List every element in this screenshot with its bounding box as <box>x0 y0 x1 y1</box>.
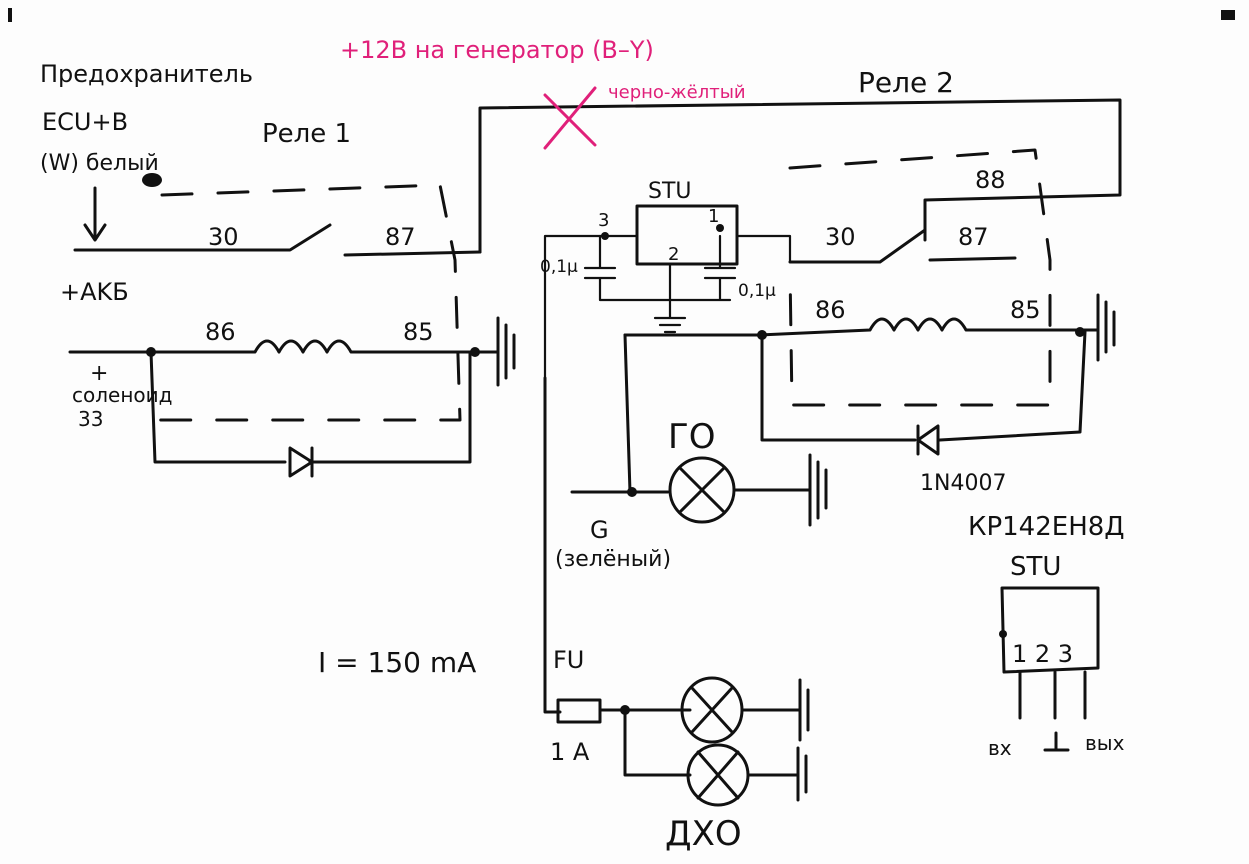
label-solenoid: соленоид <box>72 383 172 407</box>
lamp-icon <box>668 456 736 524</box>
label-chip: КР142ЕН8Д <box>968 512 1125 542</box>
label-stu-bottom: STU <box>1010 552 1061 582</box>
arrow-down-icon <box>83 186 107 242</box>
label-diode: 1N4007 <box>920 471 1006 496</box>
label-relay-2: Реле 2 <box>858 66 954 99</box>
stu-ground-icon <box>653 262 687 334</box>
dho-wires <box>598 708 692 777</box>
fu-feed-wire <box>543 376 562 714</box>
node-g <box>627 487 637 497</box>
label-g-green: (зелёный) <box>555 547 671 572</box>
label-white-w: (W) белый <box>40 151 159 176</box>
ink-blot <box>142 173 162 187</box>
lamp-icon <box>686 743 750 807</box>
ground-icon <box>746 746 808 802</box>
label-pin-2: 2 <box>668 244 679 265</box>
cut-mark-icon <box>543 86 597 150</box>
corner-mark-right <box>1221 10 1235 20</box>
stu-capacitors <box>583 234 737 302</box>
relay-1-housing <box>158 183 462 422</box>
stu-regulator <box>543 204 792 380</box>
label-pin-1: 1 <box>708 206 719 227</box>
label-current: I = 150 mA <box>318 646 476 679</box>
ground-icon <box>478 316 516 387</box>
label-cap-left: 0,1µ <box>540 257 578 277</box>
label-solenoid-num: 33 <box>78 407 103 431</box>
chip-pins <box>1018 670 1087 720</box>
stu-output-wire <box>735 234 792 264</box>
diode-icon <box>916 424 940 456</box>
relay-1 <box>68 183 516 478</box>
relay-2-housing <box>788 148 1052 407</box>
label-stu-top: STU <box>648 179 692 204</box>
label-relay-1: Реле 1 <box>262 119 351 149</box>
relay-2 <box>623 148 1116 456</box>
relay-1-contact-87-wire <box>343 250 482 257</box>
label-cap-right: 0,1µ <box>738 281 776 301</box>
relay-1-diode-loop <box>149 350 472 464</box>
ground-icon <box>1078 293 1116 362</box>
go-feed-wire <box>623 333 632 494</box>
chip-kr142en8d <box>999 586 1100 720</box>
label-fu-rating: 1 A <box>550 738 590 766</box>
label-akb: +AKБ <box>60 278 129 306</box>
label-r1-86: 86 <box>205 318 236 346</box>
relay-1-coil <box>68 339 482 354</box>
label-pin-3: 3 <box>598 210 609 231</box>
label-dho: ДХО <box>665 814 742 854</box>
label-solenoid-plus: + <box>90 361 108 386</box>
node-relay1-ground <box>470 347 480 357</box>
label-black-yellow: черно-жёлтый <box>608 82 746 103</box>
label-r1-30: 30 <box>208 223 239 251</box>
relay-2-coil <box>623 317 1082 337</box>
label-r2-30: 30 <box>825 223 856 251</box>
node-dho <box>620 705 630 715</box>
label-fuse: Предохранитель <box>40 60 253 88</box>
label-r2-87: 87 <box>958 223 989 251</box>
ground-icon <box>732 453 828 527</box>
chip-body <box>1000 586 1100 674</box>
label-r2-88: 88 <box>975 166 1006 194</box>
relay-2-switch <box>788 228 927 264</box>
ground-icon <box>740 678 810 742</box>
label-g: G <box>590 516 609 544</box>
label-r1-85: 85 <box>403 318 434 346</box>
label-in: вх <box>988 736 1012 760</box>
ground-icon <box>1043 731 1070 752</box>
relay-2-contact-87 <box>928 256 1017 262</box>
label-r1-87: 87 <box>385 223 416 251</box>
label-chip-pins: 1 2 3 <box>1012 640 1073 668</box>
label-r2-85: 85 <box>1010 296 1041 324</box>
stu-node-1 <box>716 224 724 232</box>
diode-icon <box>288 446 314 478</box>
wire-to-relay-2 <box>478 98 1122 254</box>
relay-2-diode-loop <box>760 330 1087 442</box>
label-out: вых <box>1085 731 1125 755</box>
label-ecu-b: ECU+B <box>42 108 128 136</box>
label-generator-note: +12В на генератор (B–Y) <box>340 36 654 64</box>
fuse-icon <box>556 698 602 724</box>
label-go: ГО <box>668 417 716 457</box>
label-fu: FU <box>553 646 584 674</box>
label-r2-86: 86 <box>815 296 846 324</box>
stu-body <box>635 204 739 266</box>
corner-mark-left <box>8 8 12 22</box>
stu-node-3 <box>601 232 609 240</box>
relay-1-switch <box>73 223 332 252</box>
